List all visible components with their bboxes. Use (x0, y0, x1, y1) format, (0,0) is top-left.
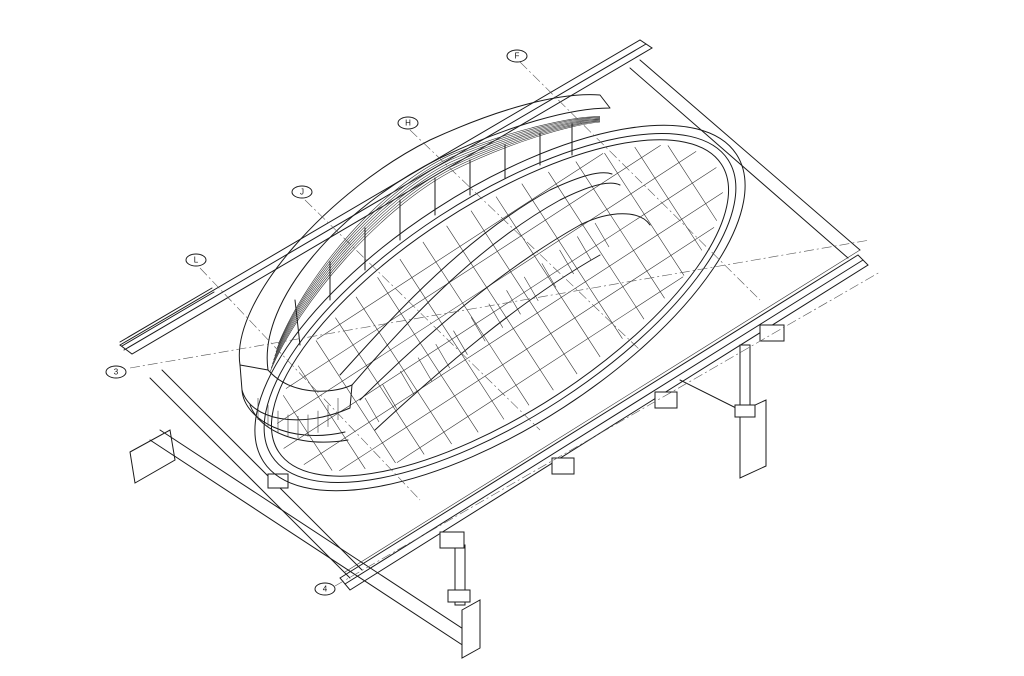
rods (119, 287, 215, 347)
grid-bubble-F: F (506, 49, 528, 63)
svg-text:F: F (515, 52, 520, 61)
grid-bubbles: F H J L 3 4 (105, 49, 528, 596)
svg-text:4: 4 (323, 585, 328, 594)
curved-wall (238, 94, 651, 431)
grid-bubble-J: J (291, 185, 313, 199)
svg-text:L: L (194, 256, 199, 265)
grid-lines (129, 61, 881, 587)
elliptical-floor (254, 124, 746, 492)
svg-text:3: 3 (114, 368, 119, 377)
svg-text:H: H (405, 119, 411, 128)
grid-bubble-4: 4 (314, 582, 336, 596)
grid-bubble-L: L (185, 253, 207, 267)
grid-bubble-3: 3 (105, 365, 127, 379)
lower-wall-panels (241, 389, 349, 443)
cross-beams (129, 59, 861, 659)
svg-text:J: J (300, 188, 304, 197)
columns (267, 324, 785, 606)
grid-bubble-H: H (397, 116, 419, 130)
primary-beams (119, 39, 869, 591)
